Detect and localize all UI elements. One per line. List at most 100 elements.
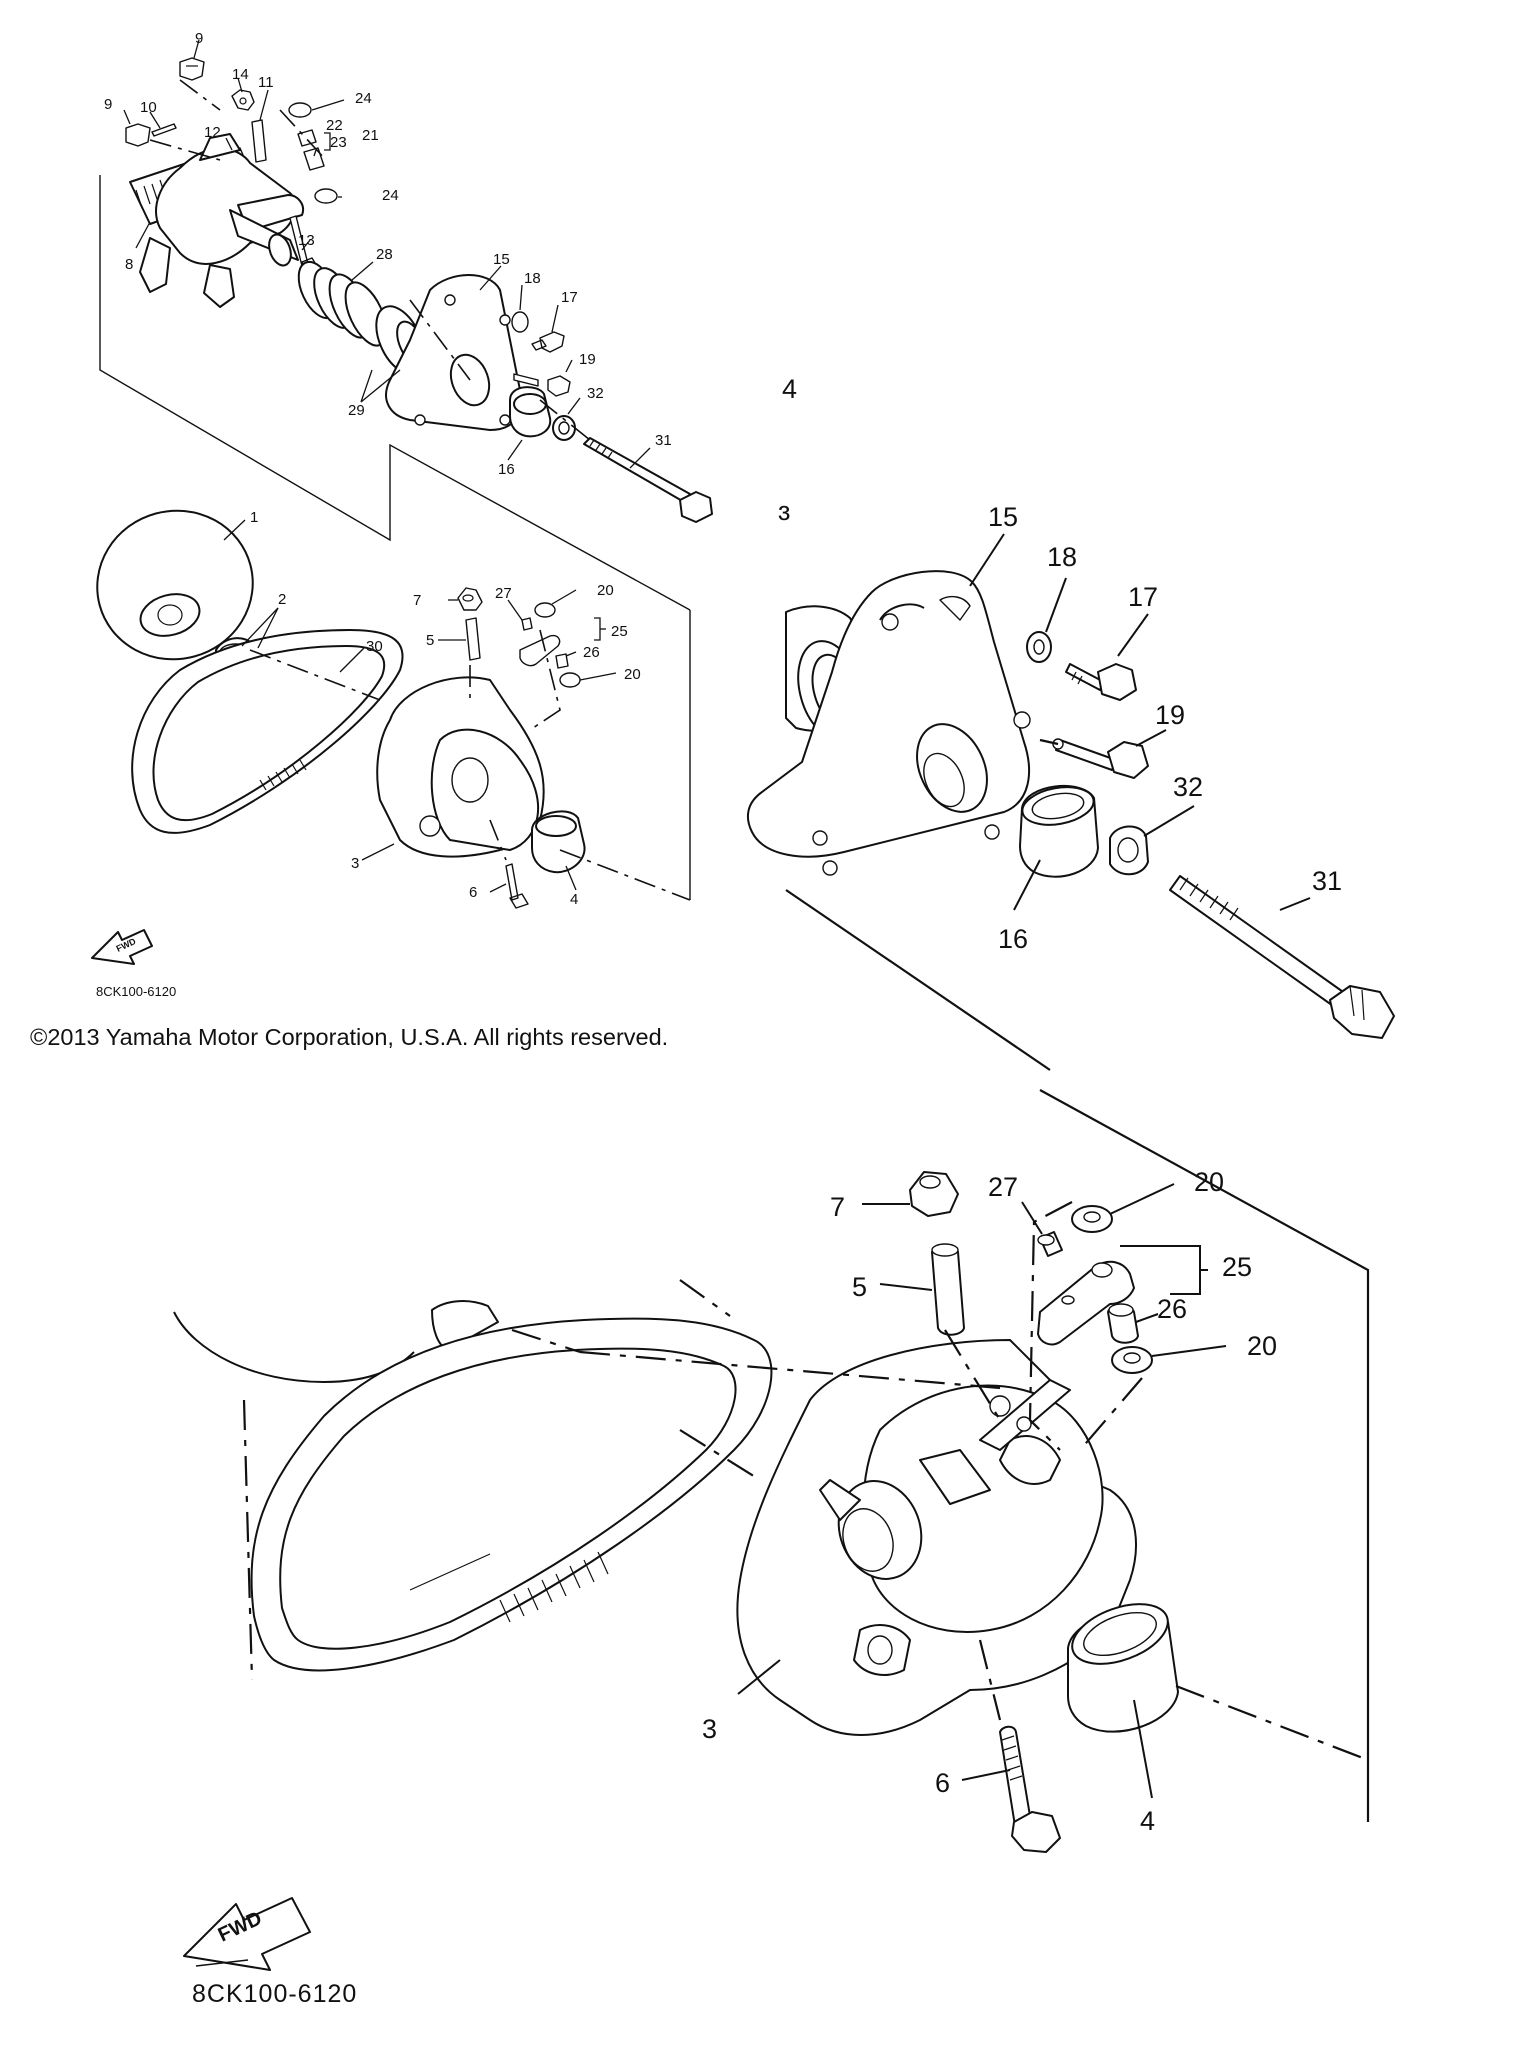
zoom-part-6-bolt — [999, 1725, 1061, 1853]
part-3-sheave — [376, 676, 545, 858]
callout-number: 9 — [195, 30, 203, 47]
callout-number: 27 — [988, 1172, 1018, 1202]
callout-number: 25 — [611, 623, 628, 640]
zoom-part-25-weight-arm — [1037, 1260, 1135, 1346]
callout-number: 30 — [366, 638, 383, 655]
callout-number: 3 — [702, 1714, 717, 1744]
callout-number: 21 — [362, 127, 379, 144]
callout-number: 20 — [1194, 1167, 1224, 1197]
part-16-bushing — [509, 386, 552, 438]
zoom-part-20-washer-bottom — [1111, 1346, 1153, 1374]
callout-number: 26 — [583, 644, 600, 661]
stray-glyph: ɜ — [778, 496, 790, 526]
zoom-part-17-bolt — [1065, 663, 1137, 701]
part-22-23-roller — [297, 129, 325, 171]
callout-number: 31 — [655, 432, 672, 449]
callout-number: 17 — [1128, 582, 1158, 612]
zoom-part-5-pin — [931, 1243, 965, 1336]
zoom-upper-callouts: 15 16 17 18 19 31 32 — [988, 502, 1342, 954]
zoom-lower-detail: 3 4 5 6 7 20 20 25 26 27 FWD 8CK100-6120 — [173, 1089, 1370, 2008]
zoom-part-3-sheave — [736, 1339, 1137, 1736]
callout-number: 24 — [355, 90, 372, 107]
zoom-sheave-arc — [173, 1311, 415, 1383]
part-25-weight-arm — [519, 634, 561, 667]
callout-number: 29 — [348, 402, 365, 419]
callout-number: 20 — [624, 666, 641, 683]
callout-number: 15 — [493, 251, 510, 268]
part-9-clip-left — [125, 123, 151, 147]
zoom-lower-border — [1039, 1089, 1370, 1822]
zoom-part-20-washer-top — [1071, 1205, 1113, 1233]
fwd-arrow-icon: FWD — [91, 929, 153, 965]
part-17-bolt — [531, 331, 565, 353]
callout-number: 17 — [561, 289, 578, 306]
callout-number: 5 — [852, 1272, 867, 1302]
callout-number: 18 — [1047, 542, 1077, 572]
callout-number: 20 — [1247, 1331, 1277, 1361]
callout-number: 31 — [1312, 866, 1342, 896]
callout-number: 1 — [250, 509, 258, 526]
part-20-washer-bottom — [559, 672, 581, 688]
overview-diagram: FWD 1 2 3 4 5 6 7 8 9 9 10 11 12 13 14 1… — [91, 30, 713, 999]
overview-leader-lines — [123, 39, 651, 893]
part-26-roller — [555, 653, 569, 669]
part-27-pin — [521, 617, 533, 631]
overview-border-upper — [99, 175, 691, 611]
part-5-pin — [465, 617, 481, 661]
callout-number: 3 — [351, 855, 359, 872]
callout-number: 9 — [104, 96, 112, 113]
zoom-part-32-nut — [1109, 825, 1149, 876]
callout-number: 24 — [382, 187, 399, 204]
zoom-upper-border — [785, 889, 1051, 1071]
callout-number: 28 — [376, 246, 393, 263]
callout-number: 32 — [587, 385, 604, 402]
zoom-part-4-bushing — [1067, 1603, 1179, 1733]
overview-callouts: 1 2 3 4 5 6 7 8 9 9 10 11 12 13 14 15 16… — [104, 30, 672, 908]
part-8-spider-shaft — [129, 133, 304, 308]
part-30-belt — [131, 629, 404, 834]
callout-number: 16 — [498, 461, 515, 478]
callout-number: 18 — [524, 270, 541, 287]
callout-number: 4 — [570, 891, 578, 908]
callout-number: 13 — [298, 232, 315, 249]
callout-number: 19 — [579, 351, 596, 368]
part-1-sheave — [96, 509, 254, 661]
part-4-bushing — [531, 810, 586, 874]
part-31-bolt — [583, 437, 713, 523]
callout-number: 12 — [204, 124, 221, 141]
callout-number: 10 — [140, 99, 157, 116]
part-7-cap — [457, 587, 483, 611]
part-15-cover — [385, 274, 522, 431]
zoom-lower-assembly-lines — [242, 1201, 1369, 1762]
zoom-lower-leader-lines — [737, 1183, 1227, 1799]
copyright-notice: ©2013 Yamaha Motor Corporation, U.S.A. A… — [30, 1024, 669, 1050]
diagram-code-small: 8CK100-6120 — [96, 984, 176, 999]
callout-number: 2 — [278, 591, 286, 608]
zoom-part-18-washer — [1026, 631, 1052, 663]
zoom-part-26-roller — [1107, 1303, 1139, 1344]
part-19-bolt — [513, 373, 571, 397]
callout-number: 16 — [998, 924, 1028, 954]
callout-number: 15 — [988, 502, 1018, 532]
page-number: 4 — [782, 374, 797, 404]
zoom-upper-detail: 4 ɜ — [746, 374, 1395, 1071]
fwd-arrow-large-icon: FWD — [183, 1897, 311, 1971]
part-24-washer-bottom — [314, 188, 338, 204]
zoom-upper-leader-lines — [969, 533, 1311, 911]
callout-number: 25 — [1222, 1252, 1252, 1282]
part-9-clip-top — [179, 57, 205, 81]
zoom-belt — [250, 1317, 773, 1672]
zoom-part-19-bolt — [1052, 738, 1149, 779]
zoom-collar-partial — [431, 1300, 499, 1351]
zoom-lower-callouts: 3 4 5 6 7 20 20 25 26 27 — [702, 1167, 1277, 1836]
part-11-pin — [251, 119, 267, 163]
callout-number: 7 — [830, 1192, 845, 1222]
part-6-bolt — [505, 863, 529, 909]
part-20-washer-top — [534, 602, 556, 618]
part-14-nut — [231, 89, 255, 111]
diagram-code-large: 8CK100-6120 — [192, 1980, 357, 2008]
overview-assembly-lines — [149, 79, 691, 901]
callout-number: 22 — [326, 117, 343, 134]
callout-number: 6 — [469, 884, 477, 901]
